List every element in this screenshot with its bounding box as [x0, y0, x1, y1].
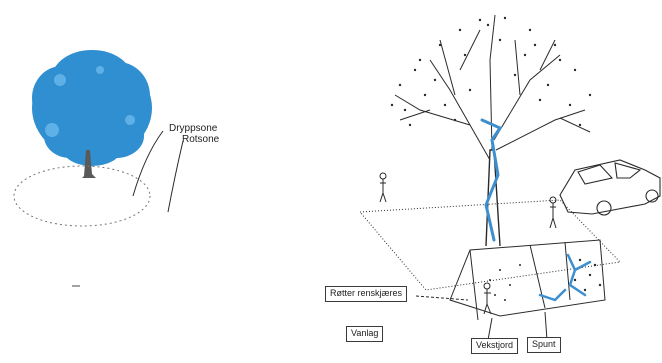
grow-bed-leader [488, 318, 492, 340]
drip-zone-label: Dryppsone [169, 124, 217, 134]
person-right [550, 197, 556, 228]
left-tree [14, 50, 183, 286]
car [560, 160, 660, 215]
worker [484, 283, 491, 314]
roots-cut-label: Røtter renskjæres [325, 286, 407, 302]
excavation-trench [450, 240, 605, 320]
sheet-pile-leader [545, 312, 547, 340]
sheet-pile-label: Spunt [527, 337, 561, 353]
person-left [380, 173, 386, 202]
root-zone-label: Rotsone [182, 135, 219, 145]
roots-blue [540, 255, 590, 300]
roots-cut-leader [416, 296, 468, 300]
vertical-box-label: Vanlag [346, 326, 383, 342]
tree-canopy [32, 50, 152, 166]
grow-bed-label: Vekstjord [471, 338, 518, 354]
root-zone-pointer [168, 141, 183, 212]
tree-blue-accent [482, 120, 500, 240]
root-zone-ellipse [14, 166, 150, 226]
